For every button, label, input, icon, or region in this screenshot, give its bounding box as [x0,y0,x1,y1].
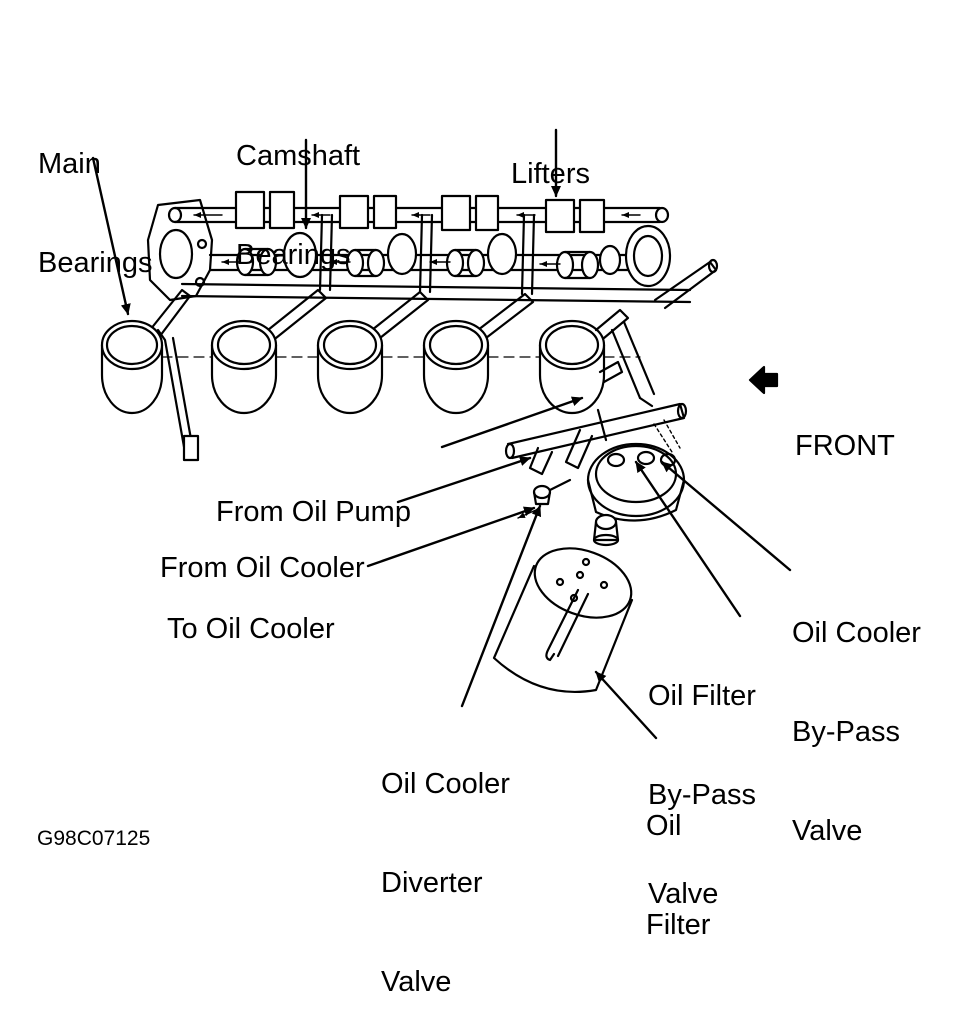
label-from-oil-pump: From Oil Pump [216,496,411,528]
oil-filter-canister [492,547,634,694]
filter-threaded-nipple [592,513,620,547]
main-bearings-row [100,319,641,415]
leader-diverter-valve [460,504,542,708]
main-bearing-2 [210,319,278,415]
label-oil-filter: Oil Filter [646,810,711,941]
label-oil-cooler-diverter-valve: Oil Cooler Diverter Valve [381,768,510,998]
diverter-valve-fitting [517,478,572,519]
label-main-bearings: Main Bearings [38,148,153,279]
leader-from-oil-cooler [396,456,532,504]
main-oil-gallery [180,213,719,310]
label-oil-cooler-bypass-valve: Oil Cooler By-Pass Valve [792,617,921,847]
leader-to-oil-cooler [366,506,536,568]
filter-mount-adapter [586,419,686,522]
main-bearing-1 [100,319,164,415]
main-bearing-3 [316,319,384,415]
label-lifters: Lifters [511,158,590,190]
front-arrow-icon [748,365,779,395]
leader-filter-bypass [634,460,742,618]
label-oil-filter-bypass-valve: Oil Filter By-Pass Valve [648,680,756,910]
lifter-blocks [234,190,606,234]
label-to-oil-cooler: To Oil Cooler [167,613,335,645]
leader-from-oil-pump [440,396,584,449]
leader-arrows [91,128,792,740]
leader-oil-filter [594,670,658,740]
label-camshaft-bearings: Camshaft Bearings [236,140,361,271]
pump-feed-passage [594,308,656,400]
main-bearing-feed-tubes [148,288,535,462]
label-front: FRONT [795,430,895,462]
leader-main-bearings [91,156,131,316]
main-bearing-5 [538,319,606,415]
engine-lubrication-diagram [91,128,792,740]
figure-code: G98C07125 [37,827,151,850]
leader-cooler-bypass [660,460,792,572]
camshaft-oil-gallery [208,224,672,288]
label-from-oil-cooler: From Oil Cooler [160,552,365,584]
oil-cooler-crossover-tube [504,396,688,476]
main-bearing-4 [422,319,490,415]
